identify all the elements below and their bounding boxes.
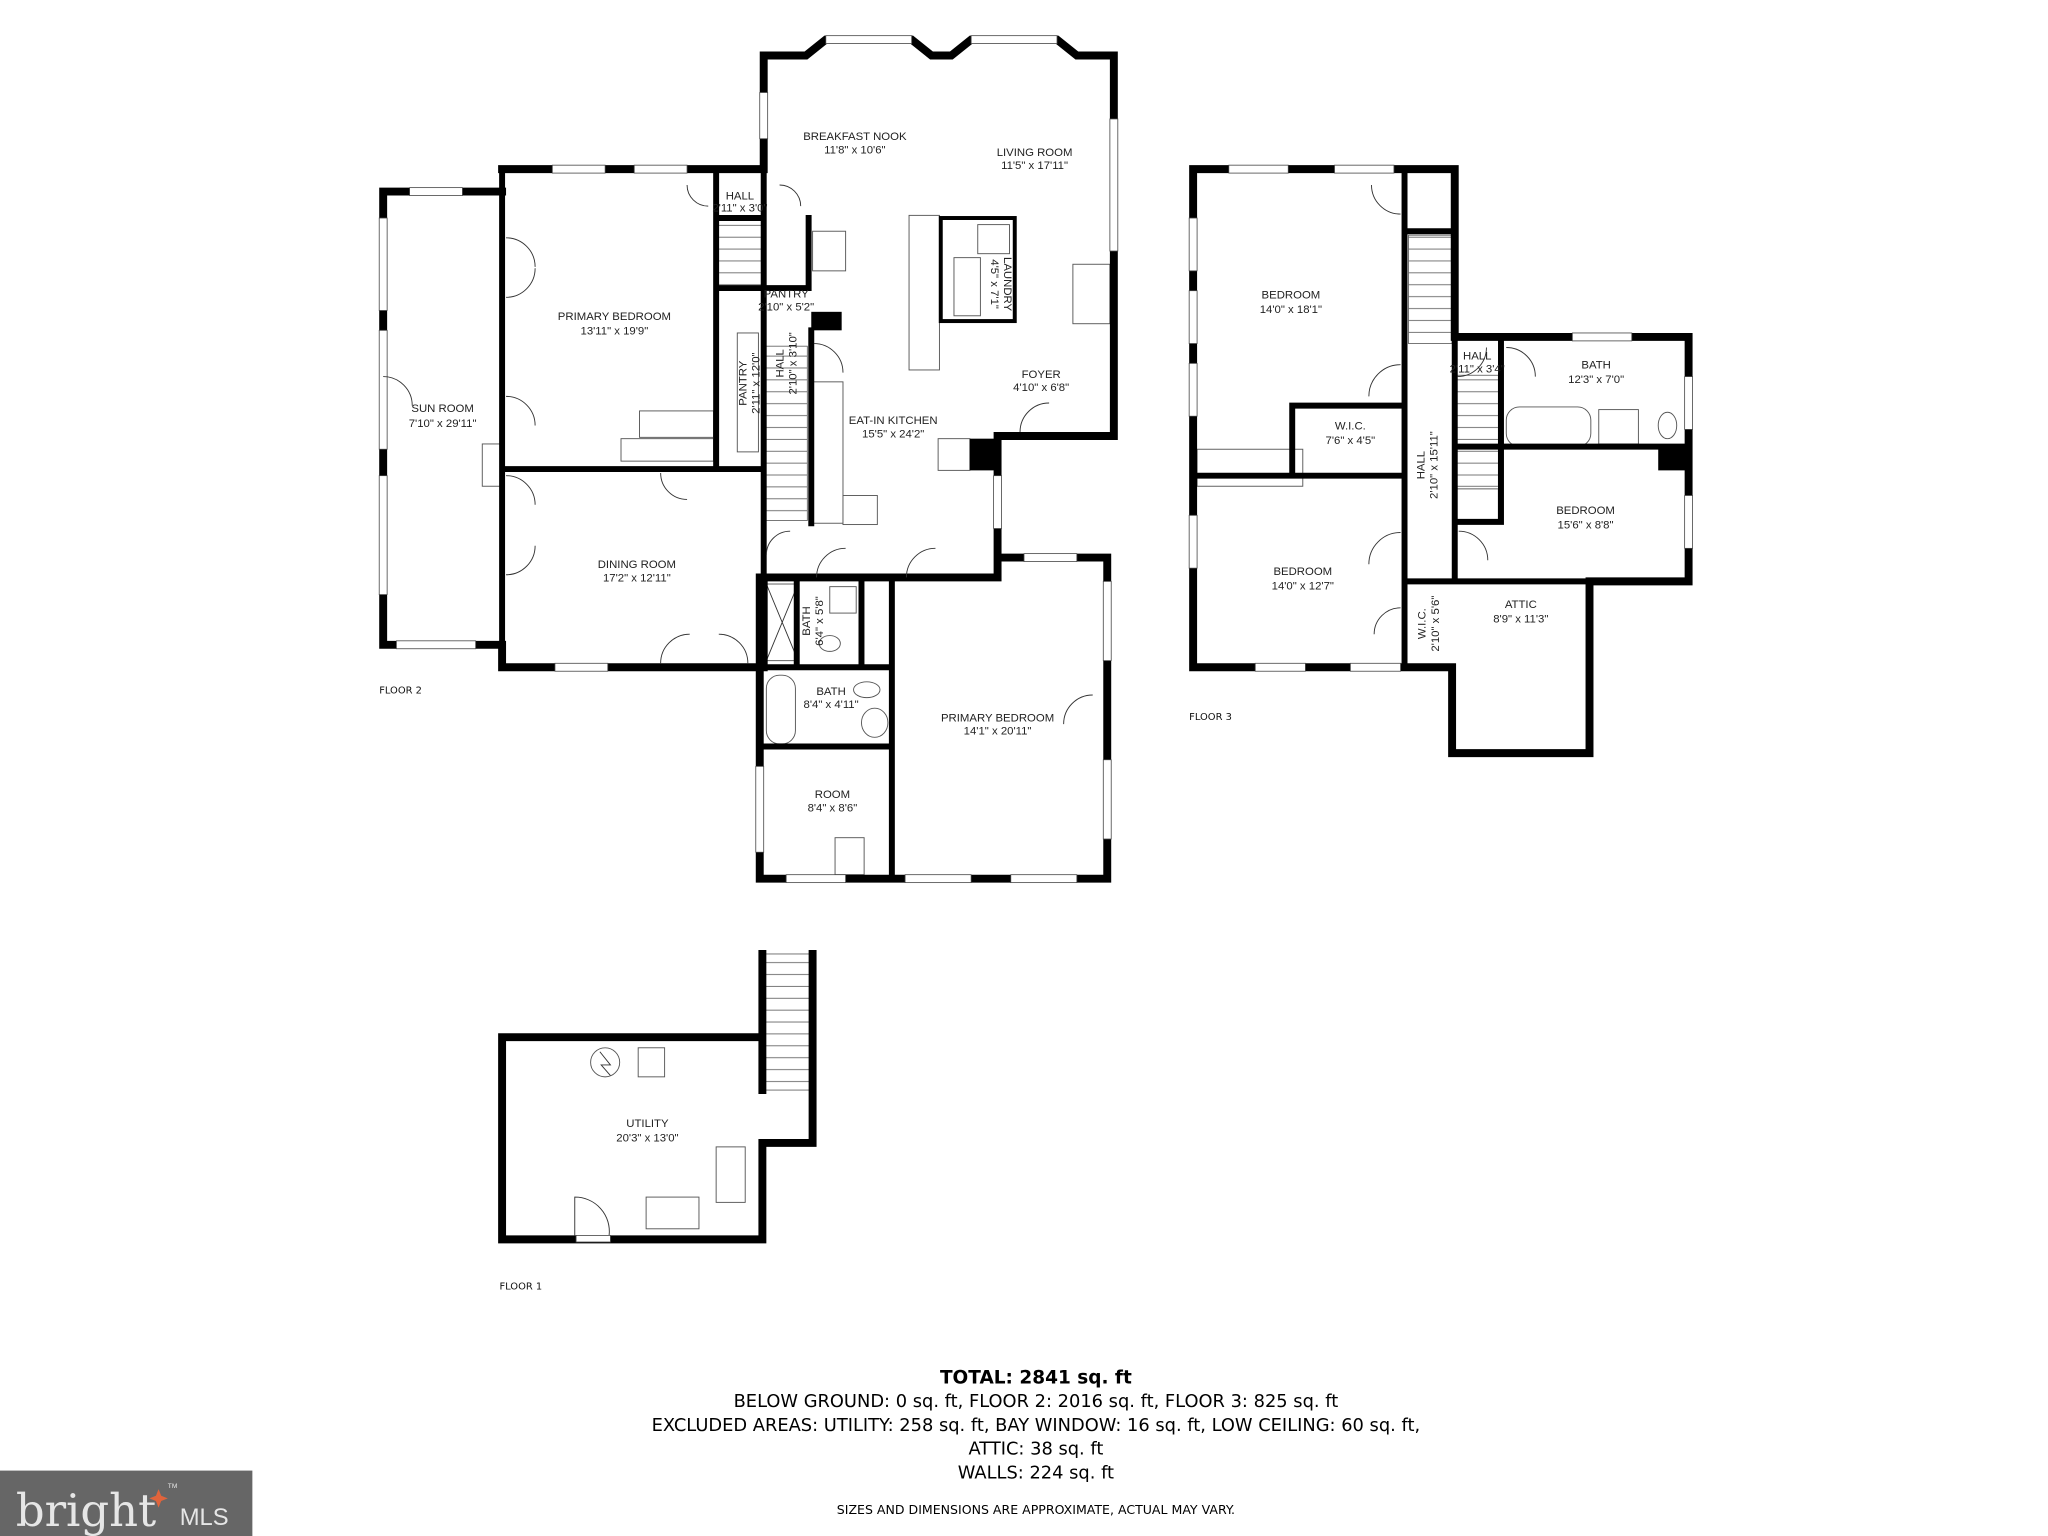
room-name: DINING ROOM [598, 559, 676, 571]
water-heater-icon [590, 1047, 621, 1078]
room-dims: 6'4" x 5'8" [814, 596, 826, 646]
windows [1188, 164, 1693, 672]
area-summary: TOTAL: 2841 sq. ft BELOW GROUND: 0 sq. f… [652, 1367, 1420, 1517]
room-name: LAUNDRY [1001, 257, 1013, 312]
room-dims: 4'5" x 7'1" [988, 259, 1000, 309]
room-dims: 2'11" x 12'0" [751, 352, 763, 413]
room-dims: 12'3" x 7'0" [1568, 374, 1624, 386]
room-dims: 8'9" x 11'3" [1493, 613, 1548, 625]
disclaimer: SIZES AND DIMENSIONS ARE APPROXIMATE, AC… [837, 1502, 1235, 1517]
room-name: ATTIC [1505, 599, 1537, 611]
room-dims: 2'10" x 5'2" [758, 302, 814, 314]
summary-line: BELOW GROUND: 0 sq. ft, FLOOR 2: 2016 sq… [734, 1391, 1339, 1412]
room-name: EAT-IN KITCHEN [849, 415, 938, 427]
floor-1-wall [498, 950, 817, 1244]
room-name: PANTRY [738, 360, 750, 405]
floor-label: FLOOR 2 [379, 686, 422, 697]
room-dims: 13'11" x 19'9" [581, 325, 649, 337]
bright-mls-logo: bright TM MLS [0, 1470, 253, 1536]
bath-fixtures [765, 583, 889, 876]
room-name: BEDROOM [1262, 290, 1321, 302]
room-name: BEDROOM [1273, 566, 1332, 578]
room-dims: 8'4" x 4'11" [804, 699, 859, 711]
room-dims: 11'5" x 17'11" [1001, 160, 1068, 172]
room-name: PANTRY [764, 288, 809, 300]
room-dims: 2'10" x 5'6" [1430, 596, 1442, 652]
doors [383, 184, 1093, 725]
svg-text:MLS: MLS [180, 1504, 229, 1531]
room-name: PRIMARY BEDROOM [941, 712, 1054, 724]
windows [378, 35, 1119, 884]
svg-text:bright: bright [16, 1484, 156, 1536]
room-dims: 7'10" x 29'11" [409, 418, 477, 430]
floor-1-plan: UTILITY 20'3" x 13'0" FLOOR 1 [498, 950, 817, 1293]
floor-3-plan: BEDROOM 14'0" x 18'1" W.I.C. 7'6" x 4'5"… [1188, 164, 1693, 758]
room-name: HALL [775, 349, 787, 377]
room-dims: 2'11" x 3'4" [1450, 364, 1505, 376]
room-name: SUN ROOM [411, 403, 473, 415]
svg-text:TM: TM [168, 1483, 178, 1490]
room-dims: 2'10" x 3'10" [788, 332, 800, 394]
floor-label: FLOOR 3 [1189, 712, 1232, 723]
room-dims: 2'10" x 15'11" [1429, 431, 1441, 499]
floor-2-plan: SUN ROOM 7'10" x 29'11" PRIMARY BEDROOM … [378, 35, 1119, 884]
stairs [1455, 374, 1499, 487]
room-name: HALL [1415, 451, 1427, 479]
room-name: UTILITY [626, 1118, 669, 1130]
floor-label: FLOOR 1 [499, 1282, 542, 1293]
summary-line: EXCLUDED AREAS: UTILITY: 258 sq. ft, BAY… [652, 1415, 1420, 1436]
room-name: HALL [726, 191, 754, 203]
room-name: ROOM [815, 789, 850, 801]
laundry-appliances [938, 216, 1111, 325]
door [574, 1196, 610, 1236]
room-dims: 15'6" x 8'8" [1558, 520, 1614, 532]
room-name: PRIMARY BEDROOM [558, 311, 671, 323]
floor-2-interior-wall [499, 166, 895, 882]
doors [1368, 184, 1536, 635]
room-name: BATH [801, 606, 813, 635]
room-name: BEDROOM [1556, 505, 1615, 517]
room-dims: 15'5" x 24'2" [862, 428, 924, 440]
stairs [1408, 234, 1453, 344]
stairs [764, 953, 811, 1091]
summary-line: ATTIC: 38 sq. ft [968, 1439, 1103, 1460]
room-name: FOYER [1022, 369, 1061, 381]
room-name: LIVING ROOM [997, 147, 1073, 159]
room-dims: 11'8" x 10'6" [824, 144, 885, 156]
room-name: HALL [1463, 350, 1491, 362]
room-dims: 17'2" x 12'11" [603, 572, 671, 584]
room-dims: 14'0" x 12'7" [1272, 580, 1334, 592]
room-dims: 8'4" x 8'6" [808, 802, 858, 814]
summary-line: WALLS: 224 sq. ft [958, 1463, 1114, 1484]
total-area: TOTAL: 2841 sq. ft [940, 1367, 1132, 1388]
room-dims: 4'10" x 6'8" [1013, 382, 1069, 394]
room-name: W.I.C. [1417, 608, 1429, 639]
stairs [717, 217, 763, 289]
room-name: BREAKFAST NOOK [803, 131, 907, 143]
room-dims: 14'0" x 18'1" [1260, 304, 1322, 316]
floor-3-interior-wall [1190, 166, 1692, 671]
room-name: W.I.C. [1335, 420, 1366, 432]
room-name: BATH [1581, 360, 1610, 372]
kitchen-counters [481, 214, 997, 526]
room-dims: 14'1" x 20'11" [964, 726, 1032, 738]
room-dims: 2'11" x 3'0" [712, 202, 767, 214]
stairs [764, 345, 808, 521]
room-dims: 7'6" x 4'5" [1326, 435, 1376, 447]
room-dims: 20'3" x 13'0" [616, 1133, 678, 1145]
room-name: BATH [816, 686, 845, 698]
